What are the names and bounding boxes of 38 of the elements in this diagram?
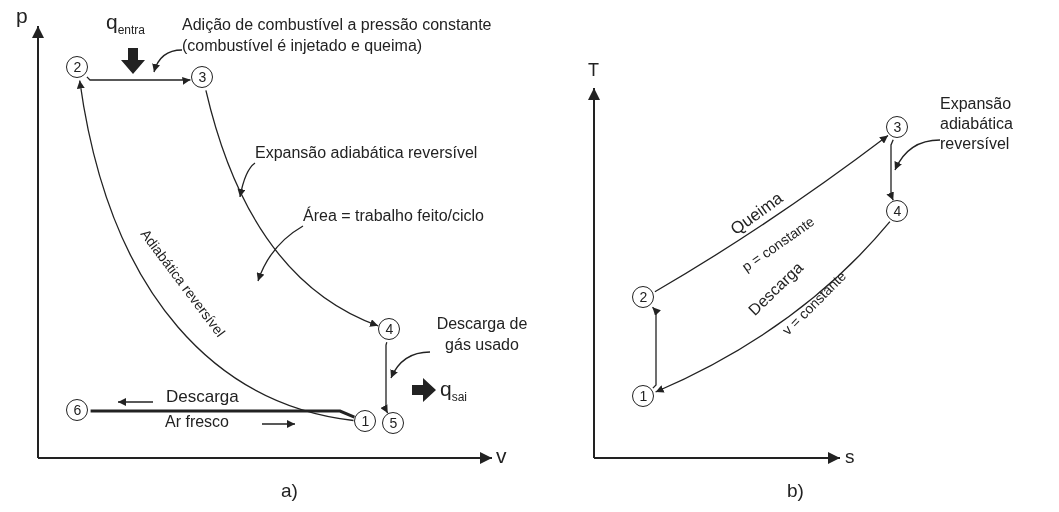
heat-label: q$_{entra}$ [106,10,146,38]
state-number: 4 [378,318,401,341]
process-label: Descarga [166,387,239,407]
process-arrow [651,306,661,389]
state-number: 1 [354,410,377,433]
panel-label: a) [281,480,298,502]
leader-arrow [257,225,304,282]
process-arrow [77,79,355,422]
state-number: 4 [886,200,909,223]
process-arrow [654,221,891,393]
axis-label: p [16,4,28,28]
state-number: 2 [66,56,89,79]
state-number: 3 [191,66,214,89]
annotation-text: Expansão adiabática reversível [255,142,478,163]
state-number: 5 [382,412,405,435]
axis-label: T [588,60,599,81]
process-arrow [86,76,192,85]
process-arrow [205,89,379,327]
state-number: 3 [886,116,909,139]
state-number: 2 [632,286,655,309]
leader-arrow [152,49,183,73]
annotation-text: Descarga de gás usado [430,313,534,355]
state-number: 6 [66,399,89,422]
process-label: Ar fresco [165,413,229,431]
axis-label: s [845,446,855,468]
annotation-text: Área = trabalho feito/ciclo [303,205,484,226]
process-arrow [886,139,894,201]
leader-arrow [390,351,431,379]
process-arrow [380,341,389,414]
leader-arrow [894,139,941,171]
process-arrow [654,134,889,293]
heat-label: q$_{sai}$ [440,377,468,405]
leader-arrow [237,162,256,198]
annotation-text: Adição de combustível a pressão constante (combustível é injetado e queima) [182,14,522,56]
axis-label: v [496,444,507,468]
panel-label: b) [787,480,804,502]
state-number: 1 [632,385,655,408]
annotation-text: Expansão adiabática reversível [940,94,1050,154]
